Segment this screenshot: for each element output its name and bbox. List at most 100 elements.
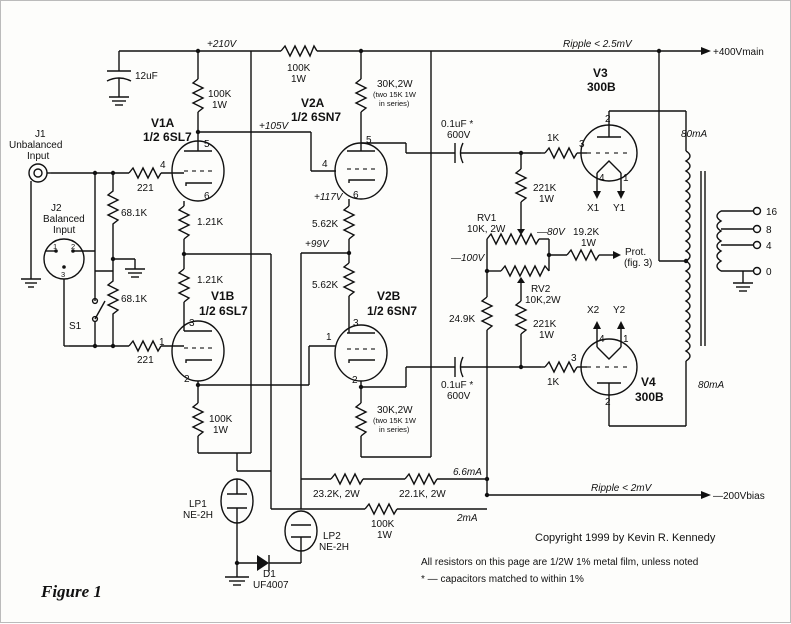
label-i80a: 80mA [681,129,707,140]
label-v4-pin3: 3 [571,353,577,364]
resistor-100k-v1a [191,51,205,141]
label-r68-b: 68.1K [121,294,147,305]
label-cap-b: 0.1uF * [441,380,473,391]
label-i2: 2mA [456,513,478,524]
label-r100k-top-w: 1W [291,74,307,85]
label-rv1-v: 10K, 2W [467,224,506,235]
label-plus400: +400Vmain [713,47,764,58]
label-cap-a: 0.1uF * [441,119,473,130]
label-v2a-pin5: 5 [366,135,372,146]
label-v2b-pin1: 1 [326,332,332,343]
resistor-30k-a [354,51,368,143]
tube-v4 [541,321,687,427]
label-v3-pin1: 1 [623,173,629,184]
label-rv2: RV2 [531,284,551,295]
label-y2: Y2 [613,305,626,316]
wire-v2a-plate [361,142,541,164]
label-plus105: +105V [259,121,290,132]
label-d1-name: D1 [263,569,276,580]
label-s1: S1 [69,321,82,332]
label-lp1-name: LP1 [189,499,207,510]
switch-s1 [91,270,113,346]
label-plus117: +117V [314,192,344,203]
label-j2-pin1: 1 [53,242,57,251]
label-j1-name: J1 [35,129,46,140]
label-r221k-a-w: 1W [539,194,555,205]
wire-v1b-grid [69,339,184,353]
label-r100k-v1b: 100K [209,414,233,425]
tube-v1b [171,319,225,382]
label-cap-a-v: 600V [447,130,471,141]
label-tap16: 16 [766,207,778,218]
label-r30k-b-note1: (two 15K 1W [373,416,417,425]
label-j2-pin2: 2 [71,242,75,251]
label-v1a-pin6: 6 [204,191,210,202]
figure-caption: Figure 1 [40,582,102,601]
label-tap4: 4 [766,241,772,252]
wire-v1a-to-v2a [198,131,336,172]
label-r221-b: 221 [137,355,154,366]
label-r30k-b: 30K,2W [377,405,413,416]
label-v4-name: V4 [641,375,656,389]
label-v2a-pin4: 4 [322,159,328,170]
bias-network [480,153,621,495]
label-r1k-a: 1K [547,133,560,144]
label-r221k2w: 22.1K, 2W [399,489,446,500]
label-r121-a: 1.21K [197,217,223,228]
jack-j2 [43,173,96,347]
resistor-121k-b [177,268,191,319]
label-r68-a: 68.1K [121,208,147,219]
bias-rail [270,472,711,516]
tube-v3 [541,110,687,199]
resistor-100k-v1b [191,51,252,454]
label-v1a-type: 1/2 6SL7 [143,130,192,144]
label-j2-line2: Input [53,225,75,236]
label-rv2-v: 10K,2W [525,295,561,306]
label-minus80: —80V [536,227,566,238]
label-j1-line2: Input [27,151,49,162]
jack-j1 [28,163,51,279]
output-transformer [658,51,762,362]
label-v1b-name: V1B [211,289,235,303]
tube-v1a [171,140,225,202]
label-j2-pin3: 3 [61,270,65,279]
label-i66: 6.6mA [453,467,482,478]
label-r192: 19.2K [573,227,599,238]
capacitor-12uf [106,51,132,106]
label-r221-a: 221 [137,183,154,194]
label-r100k-bias-w: 1W [377,530,393,541]
label-v3-name: V3 [593,66,608,80]
top-rail [119,47,711,55]
label-v1b-pin2: 2 [184,374,190,385]
wire-v1b-to-v2b [198,345,336,386]
label-prot-fig: (fig. 3) [624,258,652,269]
label-j1-line1: Unbalanced [9,140,62,151]
label-r121-b: 1.21K [197,275,223,286]
label-plus99: +99V [305,239,330,250]
label-r221k-b: 221K [533,319,557,330]
label-v3-pin4: 4 [599,173,605,184]
lamp-lp2 [237,479,318,571]
label-v1a-name: V1A [151,116,175,130]
label-v3-pin2: 2 [605,114,611,125]
resistor-681k-b [106,259,120,346]
label-rv1: RV1 [477,213,497,224]
label-v4-pin4: 4 [599,334,605,345]
label-lp2-name: LP2 [323,531,341,542]
label-v3-pin3: 3 [579,139,585,150]
label-r249: 24.9K [449,314,475,325]
label-d1-type: UF4007 [253,580,289,591]
resistor-562k-a [300,199,356,479]
label-x1: X1 [587,203,600,214]
label-v3-type: 300B [587,80,616,94]
label-v2b-name: V2B [377,289,401,303]
note-capacitors: * — capacitors matched to within 1% [421,574,584,585]
resistor-121k-a [177,201,191,269]
label-x2: X2 [587,305,600,316]
label-ripple-main: Ripple < 2.5mV [563,39,633,50]
label-y1: Y1 [613,203,626,214]
label-r100k-bias: 100K [371,519,395,530]
label-prot: Prot. [625,247,646,258]
